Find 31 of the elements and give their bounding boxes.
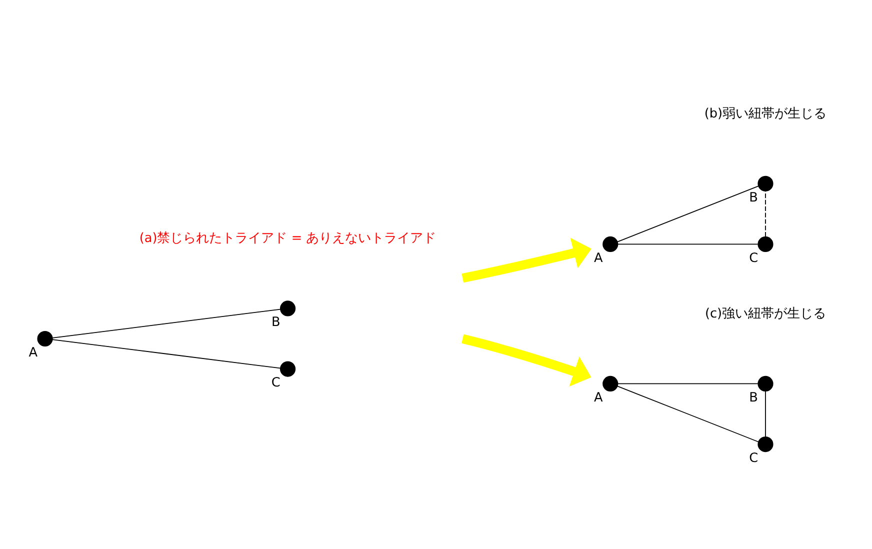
node-circle (602, 376, 618, 392)
node-label: A (28, 345, 38, 360)
connector (617, 383, 758, 384)
connector (52, 339, 281, 369)
node-circle (37, 330, 53, 347)
node-label: B (749, 390, 758, 406)
node-circle (602, 236, 618, 252)
node-label: C (749, 450, 758, 466)
node-label: A (594, 250, 603, 266)
arrow (462, 238, 592, 283)
label: (b)弱い紐帯が生じる (704, 106, 827, 122)
connector (617, 186, 759, 242)
node-circle (758, 436, 774, 452)
connector (765, 190, 766, 238)
arrow (462, 334, 592, 386)
label: (a)禁じられたトライアド = ありえないトライアド (139, 231, 436, 246)
node-circle (280, 361, 296, 377)
node-label: C (271, 376, 280, 391)
node-label: A (594, 390, 603, 406)
node-circle (280, 300, 296, 316)
node-circle (758, 176, 774, 192)
node-circle (758, 376, 774, 392)
connector (52, 308, 281, 338)
connector (765, 390, 766, 438)
node-label: B (749, 190, 758, 206)
label: (c)強い紐帯が生じる (704, 306, 826, 322)
node-label: B (271, 315, 280, 330)
connector (617, 386, 759, 442)
connector (617, 244, 758, 245)
node-label: C (749, 250, 758, 266)
node-circle (758, 236, 774, 252)
